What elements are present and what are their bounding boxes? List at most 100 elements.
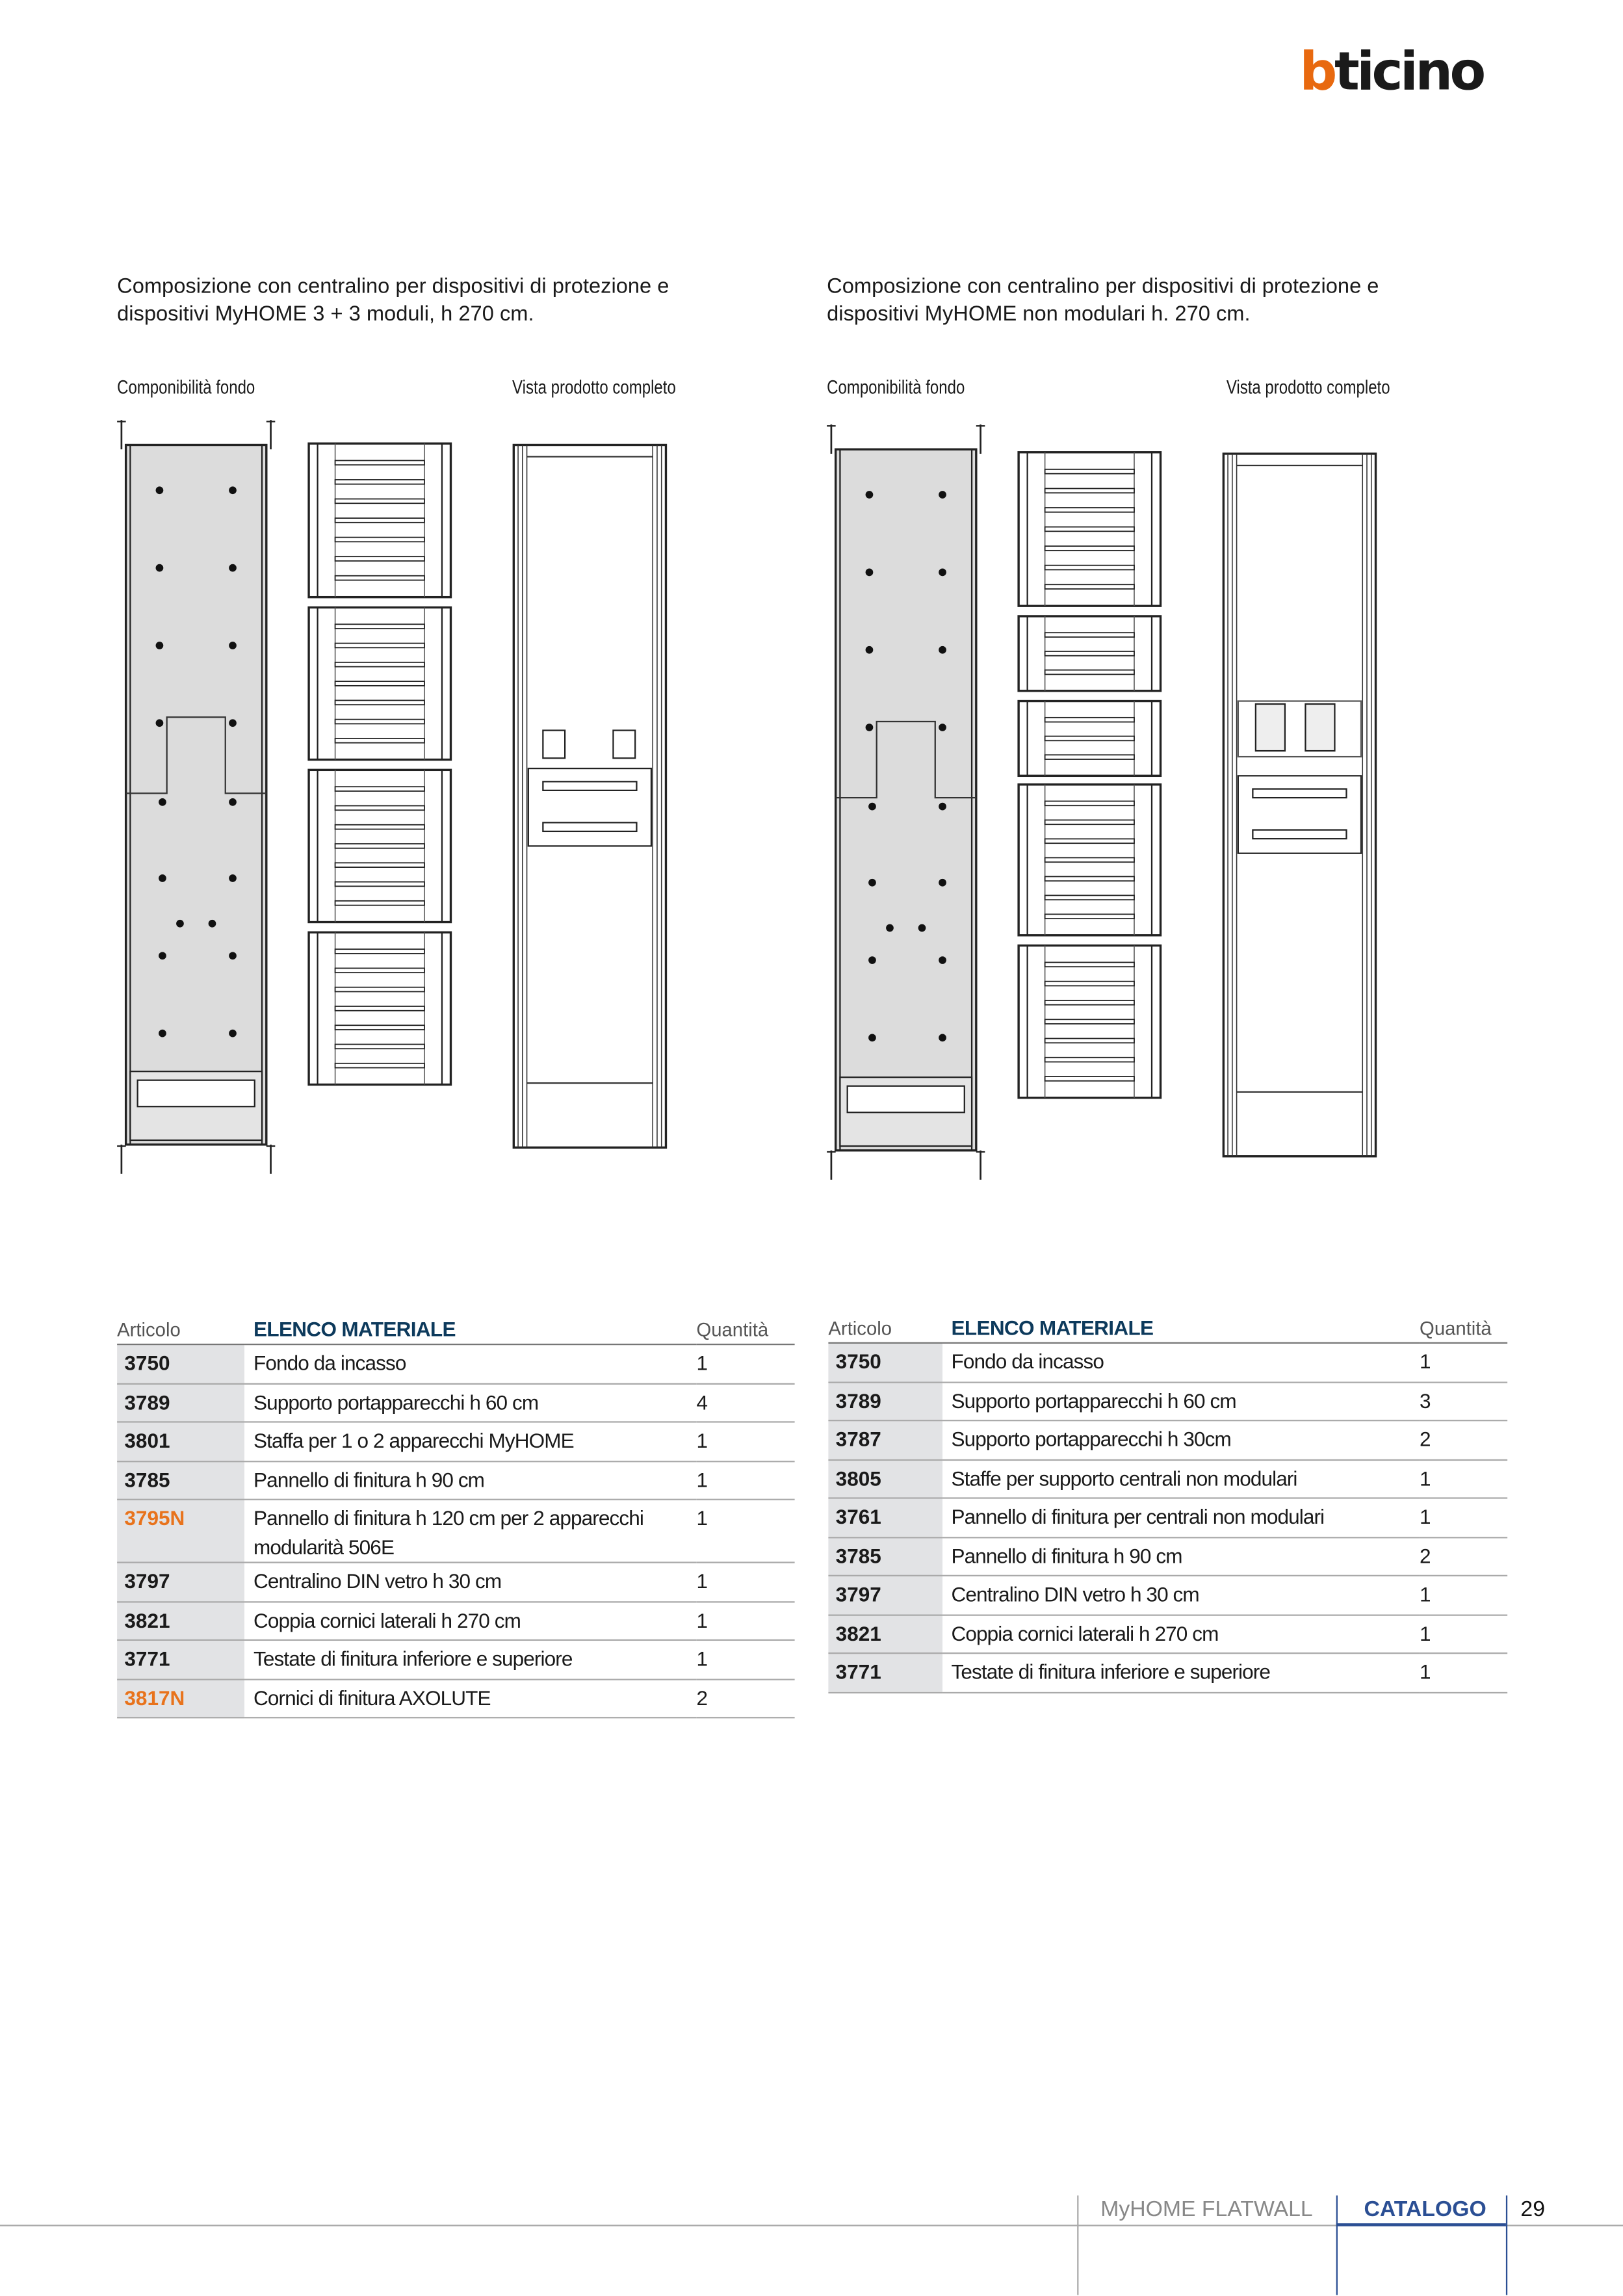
hole-icon xyxy=(939,724,946,731)
hole-icon xyxy=(939,956,946,964)
drawing-line xyxy=(1252,829,1347,840)
device-support xyxy=(1017,451,1162,607)
din-rail xyxy=(1044,507,1135,513)
item-quantity: 2 xyxy=(696,1678,795,1719)
din-rail xyxy=(1044,800,1135,807)
article-code: 3750 xyxy=(828,1342,943,1383)
item-quantity: 1 xyxy=(696,1601,795,1641)
hole-icon xyxy=(939,878,946,887)
article-code: 3795N xyxy=(117,1499,245,1563)
item-quantity: 1 xyxy=(696,1562,795,1602)
din-rail xyxy=(334,900,425,906)
din-rail xyxy=(334,681,425,686)
item-description: Fondo da incasso xyxy=(942,1342,1420,1383)
col-qty: Quantità xyxy=(1420,1307,1508,1344)
din-rail xyxy=(1044,526,1135,532)
din-rail xyxy=(1044,754,1135,760)
hole-icon xyxy=(939,1034,946,1042)
hole-icon xyxy=(159,1029,166,1037)
article-code: 3805 xyxy=(828,1459,943,1499)
din-rail xyxy=(1044,913,1135,920)
drawing-line xyxy=(125,716,266,794)
col-article: Articolo xyxy=(117,1308,245,1346)
din-rail xyxy=(334,536,425,543)
composition-2-back-label: Componibilità fondo xyxy=(827,376,965,398)
item-quantity: 1 xyxy=(1420,1342,1508,1383)
hole-icon xyxy=(155,719,164,727)
drawing-line xyxy=(542,781,638,791)
hole-icon xyxy=(159,798,166,806)
item-quantity: 1 xyxy=(696,1499,795,1563)
din-rail xyxy=(334,786,425,792)
composition-2-heading: Composizione con centralino per disposit… xyxy=(827,275,1379,327)
din-rail xyxy=(334,1043,425,1050)
din-rail xyxy=(334,967,425,974)
hole-icon xyxy=(865,724,874,731)
hole-icon xyxy=(918,924,926,932)
din-rail xyxy=(1044,876,1135,882)
din-rail xyxy=(334,805,425,811)
article-code: 3787 xyxy=(828,1420,943,1460)
footer-rule xyxy=(0,2224,1623,2226)
hole-icon xyxy=(159,874,166,882)
din-rail xyxy=(334,623,425,629)
hole-icon xyxy=(939,491,946,499)
entry-panel-icon xyxy=(1305,703,1336,752)
item-description: Supporto portapparecchi h 60 cm xyxy=(244,1383,697,1423)
hole-icon xyxy=(865,568,874,577)
din-rail xyxy=(334,575,425,581)
hole-icon xyxy=(229,719,237,727)
din-rail xyxy=(1044,669,1135,675)
hole-icon xyxy=(229,798,237,806)
article-code: 3785 xyxy=(117,1461,245,1500)
drawing-line xyxy=(1252,788,1347,799)
hole-icon xyxy=(155,642,164,649)
item-description: Centralino DIN vetro h 30 cm xyxy=(942,1575,1420,1615)
din-rail xyxy=(334,718,425,725)
item-description: Centralino DIN vetro h 30 cm xyxy=(244,1562,697,1602)
din-rail xyxy=(1044,819,1135,826)
item-quantity: 2 xyxy=(1420,1537,1508,1576)
din-rail xyxy=(1044,1000,1135,1006)
din-rail xyxy=(334,948,425,954)
hole-icon xyxy=(939,646,946,654)
hole-icon xyxy=(229,874,237,882)
hole-icon xyxy=(868,1034,876,1042)
bticino-logo: bticino xyxy=(1299,42,1486,103)
din-rail xyxy=(1044,584,1135,590)
hole-icon xyxy=(865,646,874,654)
hole-icon xyxy=(229,1029,237,1037)
drawing-line xyxy=(846,1085,965,1114)
item-description: Coppia cornici laterali h 270 cm xyxy=(942,1614,1420,1654)
item-description: Supporto portapparecchi h 30cm xyxy=(942,1420,1420,1460)
footer-catalog[interactable]: CATALOGO xyxy=(1364,2197,1487,2222)
composition-1-view-label: Vista prodotto completo xyxy=(512,376,676,398)
composition-1-heading: Composizione con centralino per disposit… xyxy=(117,275,669,327)
item-quantity: 4 xyxy=(696,1383,795,1423)
article-code: 3801 xyxy=(117,1422,245,1462)
back-box-1 xyxy=(124,443,268,1146)
item-quantity: 3 xyxy=(1420,1381,1508,1422)
din-rail xyxy=(1044,564,1135,571)
footer-divider xyxy=(1077,2195,1079,2295)
din-rail xyxy=(334,881,425,887)
hole-icon xyxy=(939,802,946,811)
din-rail xyxy=(1044,1076,1135,1082)
col-title: ELENCO MATERIALE xyxy=(942,1307,1420,1344)
device-icon xyxy=(612,729,636,759)
din-panel xyxy=(1237,775,1362,854)
hole-icon xyxy=(868,878,876,887)
drawing-line xyxy=(136,1079,255,1108)
din-rail xyxy=(1044,1019,1135,1024)
din-rail xyxy=(334,479,425,485)
